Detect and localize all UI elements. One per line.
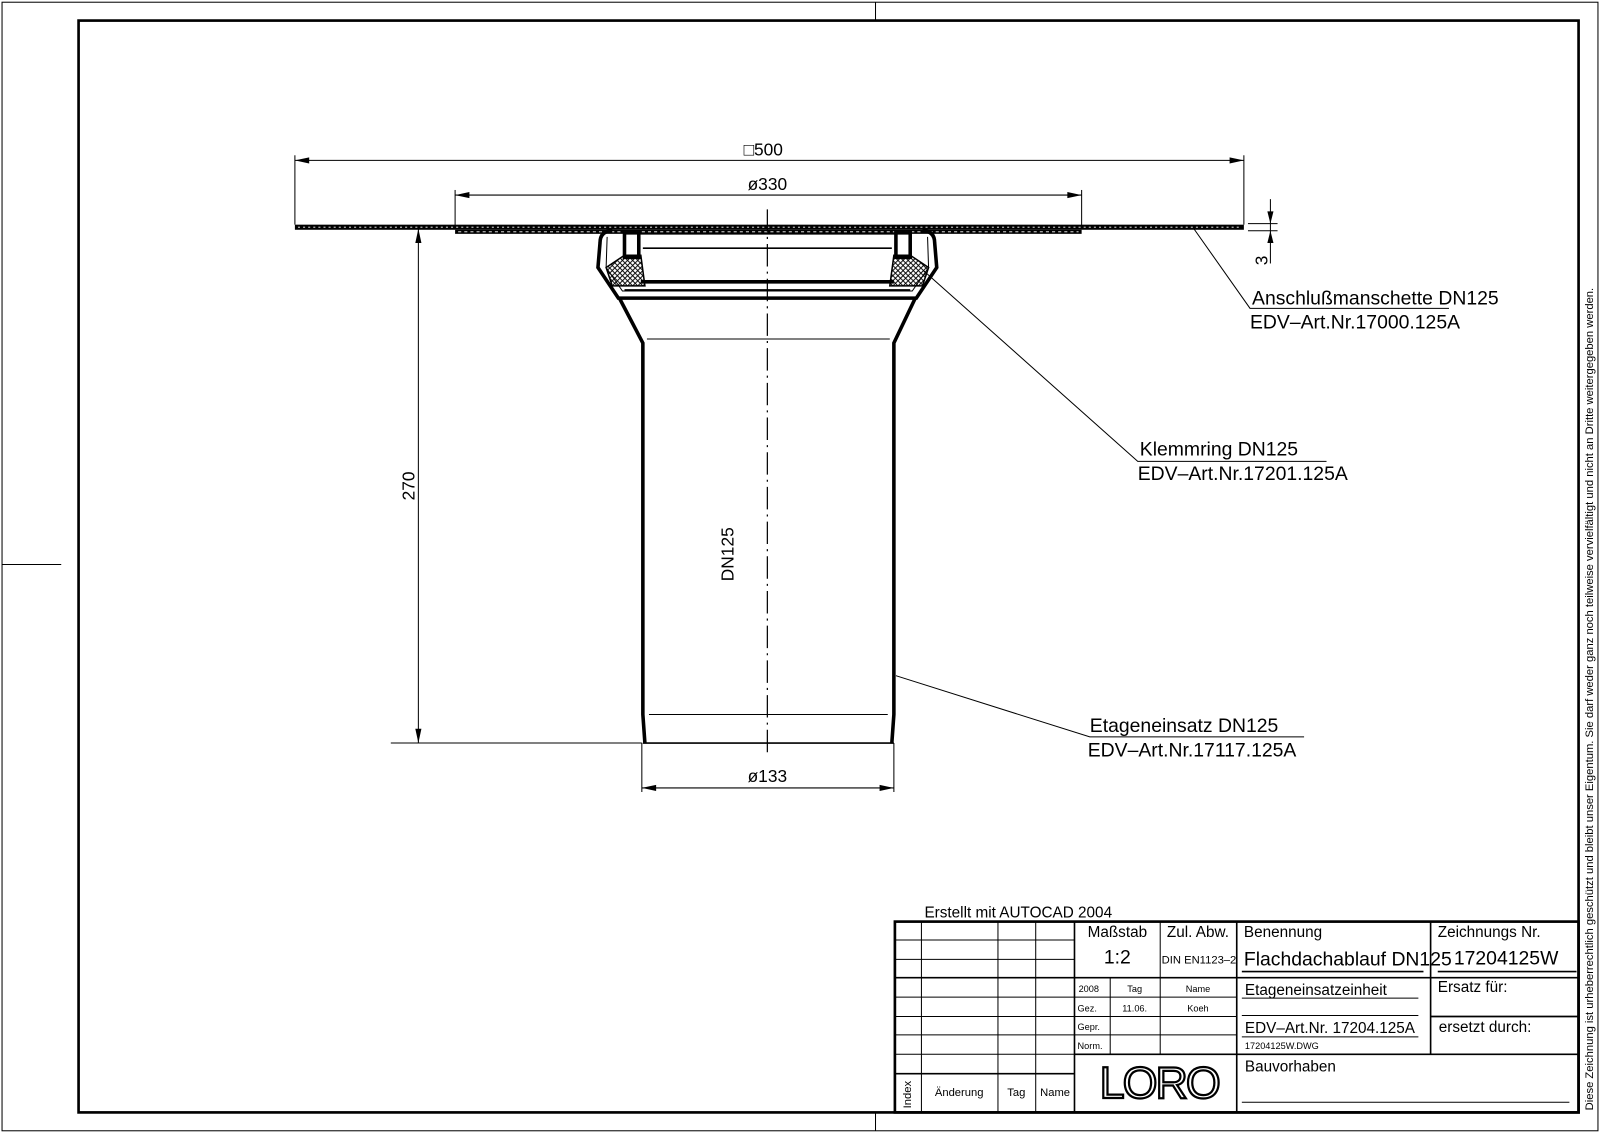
title-block: Erstellt mit AUTOCAD 2004 Index Änderung… [893, 905, 1580, 1114]
svg-text:Gez.: Gez. [1078, 1003, 1097, 1013]
dimension-500: □500 [294, 139, 1245, 225]
callout-klemmring: Klemmring DN125 EDV–Art.Nr.17201.125A [923, 270, 1348, 485]
svg-text:Ersatz für:: Ersatz für: [1438, 979, 1508, 996]
svg-text:Etageneinsatzeinheit: Etageneinsatzeinheit [1245, 982, 1388, 999]
svg-text:Name: Name [1186, 984, 1210, 994]
anschlussmanschette-part [294, 224, 1244, 234]
dimension-133: ø133 [641, 743, 895, 793]
svg-text:ersetzt durch:: ersetzt durch: [1439, 1019, 1532, 1036]
svg-text:DIN EN1123–2: DIN EN1123–2 [1162, 954, 1237, 966]
file-name: 17204125W.DWG [1245, 1041, 1319, 1051]
svg-text:Gepr.: Gepr. [1078, 1022, 1100, 1032]
article-number: EDV–Art.Nr. 17204.125A [1245, 1020, 1416, 1037]
loro-logo: LORO [1100, 1057, 1219, 1108]
svg-text:11.06.: 11.06. [1122, 1003, 1147, 1013]
svg-text:Änderung: Änderung [935, 1087, 984, 1099]
svg-text:2008: 2008 [1079, 984, 1099, 994]
svg-text:Anschlußmanschette DN125: Anschlußmanschette DN125 [1252, 287, 1499, 309]
dimension-270: 270 [390, 228, 642, 744]
dimension-270-label: 270 [398, 471, 418, 500]
etageneinsatz-part [617, 297, 917, 744]
dimension-500-label: □500 [744, 139, 783, 159]
svg-text:Zul. Abw.: Zul. Abw. [1167, 924, 1229, 941]
svg-text:Bauvorhaben: Bauvorhaben [1245, 1059, 1336, 1076]
svg-text:EDV–Art.Nr.17201.125A: EDV–Art.Nr.17201.125A [1138, 463, 1348, 485]
svg-text:EDV–Art.Nr.17117.125A: EDV–Art.Nr.17117.125A [1088, 739, 1297, 761]
svg-text:Name: Name [1040, 1087, 1070, 1099]
dimension-3: 3 [1247, 199, 1278, 266]
svg-text:Norm.: Norm. [1078, 1041, 1103, 1051]
svg-text:Index: Index [902, 1081, 914, 1109]
callout-anschlussmanschette: Anschlußmanschette DN125 EDV–Art.Nr.1700… [1193, 228, 1499, 334]
dimension-133-label: ø133 [748, 766, 788, 786]
svg-text:Koeh: Koeh [1187, 1003, 1208, 1013]
scale-value: 1:2 [1104, 946, 1131, 968]
drawing-number: 17204125W [1454, 947, 1559, 969]
dn125-label: DN125 [718, 527, 738, 581]
drawing-frame [77, 19, 1580, 1114]
dimension-330: ø330 [454, 174, 1083, 227]
svg-text:Tag: Tag [1127, 984, 1142, 994]
svg-text:EDV–Art.Nr.17000.125A: EDV–Art.Nr.17000.125A [1250, 312, 1460, 334]
svg-text:Tag: Tag [1007, 1087, 1025, 1099]
svg-text:Etageneinsatz DN125: Etageneinsatz DN125 [1090, 715, 1279, 737]
dimension-3-label: 3 [1251, 256, 1271, 266]
dimension-330-label: ø330 [748, 174, 788, 194]
svg-text:Klemmring DN125: Klemmring DN125 [1140, 438, 1298, 460]
created-with-note: Erstellt mit AUTOCAD 2004 [924, 905, 1112, 922]
svg-text:Maßstab: Maßstab [1088, 924, 1148, 941]
svg-text:Zeichnungs Nr.: Zeichnungs Nr. [1438, 924, 1541, 941]
revision-table [894, 921, 1075, 1113]
copyright-notice: Diese Zeichnung ist urheberrechtlich ges… [1584, 288, 1596, 1111]
callout-etageneinsatz: Etageneinsatz DN125 EDV–Art.Nr.17117.125… [895, 675, 1305, 761]
svg-text:Benennung: Benennung [1244, 924, 1322, 941]
designation: Flachdachablauf DN125 [1244, 948, 1452, 970]
